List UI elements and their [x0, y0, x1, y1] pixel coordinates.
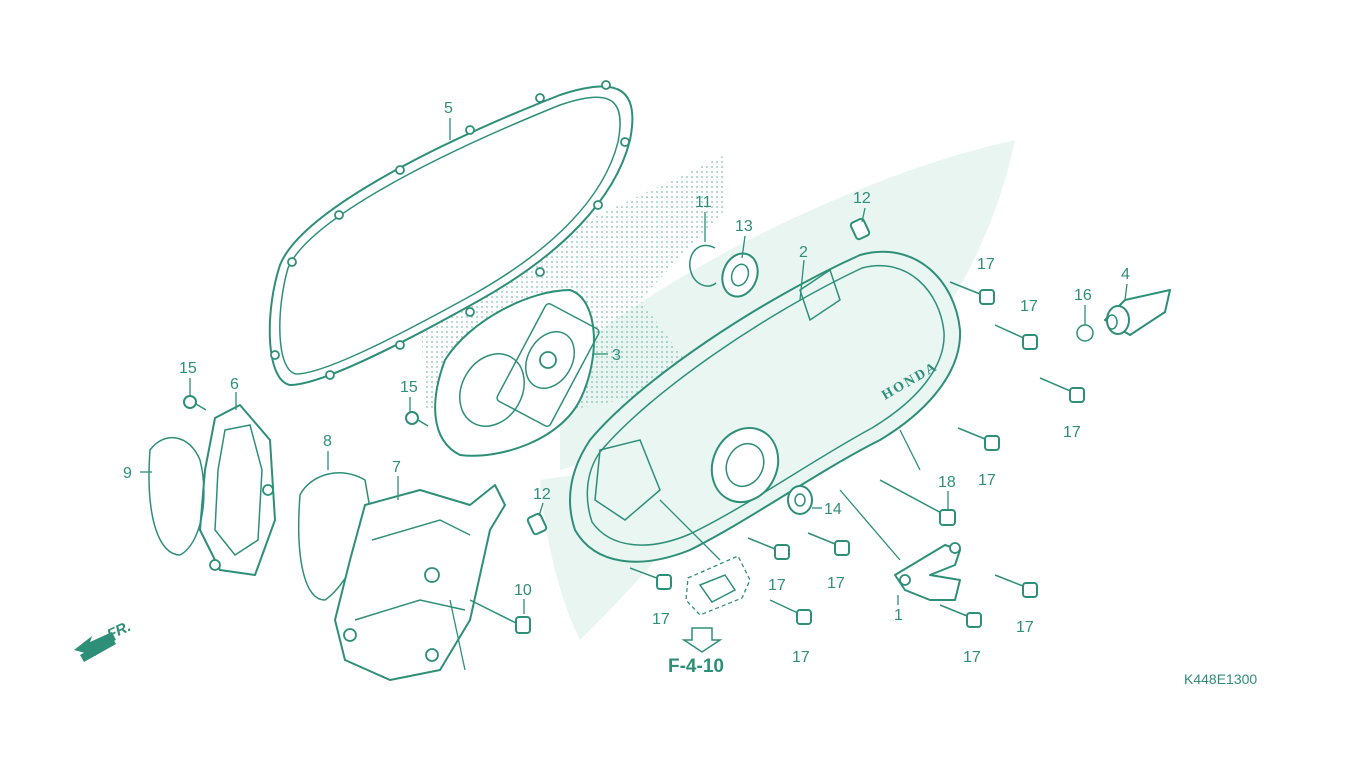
callout-6: 6 — [230, 376, 239, 393]
callout-4: 4 — [1121, 266, 1130, 283]
callout-17: 17 — [1063, 424, 1081, 441]
drawing-code: K448E1300 — [1184, 671, 1257, 687]
callout-17: 17 — [1020, 298, 1038, 315]
callout-1: 1 — [894, 607, 903, 624]
callout-15: 15 — [400, 379, 418, 396]
gasket-5 — [268, 80, 634, 386]
crankcase-cover-2: HONDA — [569, 250, 962, 563]
callout-18: 18 — [938, 474, 956, 491]
gasket-9 — [148, 436, 205, 556]
callout-17: 17 — [1016, 619, 1034, 636]
circlip-11 — [689, 244, 717, 287]
reference-arrow — [681, 627, 723, 653]
seal-14 — [787, 485, 813, 515]
callout-16: 16 — [1074, 287, 1092, 304]
bracket-6 — [199, 404, 276, 576]
inner-plate-3 — [434, 289, 600, 457]
callout-3: 3 — [612, 347, 621, 364]
duct-cover-7 — [334, 484, 506, 681]
callout-7: 7 — [392, 459, 401, 476]
reference-label: F-4-10 — [668, 656, 724, 677]
leader-lines — [140, 118, 1128, 671]
dowel-12a — [849, 217, 871, 241]
bolt-10 — [469, 599, 531, 634]
bolt-15a — [183, 395, 207, 411]
callout-17: 17 — [652, 611, 670, 628]
bolts-17 — [629, 281, 1085, 628]
stay-1 — [894, 542, 961, 601]
callout-17: 17 — [768, 577, 786, 594]
callout-labels: 5 11 13 12 2 17 17 4 16 17 3 15 6 15 8 7… — [123, 100, 1130, 666]
callout-5: 5 — [444, 100, 453, 117]
callout-12: 12 — [853, 190, 871, 207]
callout-17: 17 — [963, 649, 981, 666]
bolt-18 — [879, 479, 956, 526]
callout-17: 17 — [792, 649, 810, 666]
bolt-15b — [405, 411, 429, 427]
callout-11: 11 — [695, 194, 712, 211]
oring-16 — [1076, 324, 1094, 342]
callout-2: 2 — [799, 244, 808, 261]
front-label: FR. — [105, 618, 134, 644]
callout-13: 13 — [735, 218, 753, 235]
callout-17: 17 — [978, 472, 996, 489]
callout-12: 12 — [533, 486, 551, 503]
callout-10: 10 — [514, 582, 532, 599]
bearing-13 — [721, 252, 759, 298]
callout-8: 8 — [323, 433, 332, 450]
callout-15: 15 — [179, 360, 197, 377]
callout-9: 9 — [123, 465, 132, 482]
dowel-12b — [526, 512, 548, 536]
callout-17: 17 — [977, 256, 995, 273]
callout-14: 14 — [824, 501, 842, 518]
front-arrow-icon — [74, 632, 116, 662]
clip-detail — [685, 555, 751, 616]
cap-4 — [1104, 289, 1171, 336]
callout-17: 17 — [827, 575, 845, 592]
